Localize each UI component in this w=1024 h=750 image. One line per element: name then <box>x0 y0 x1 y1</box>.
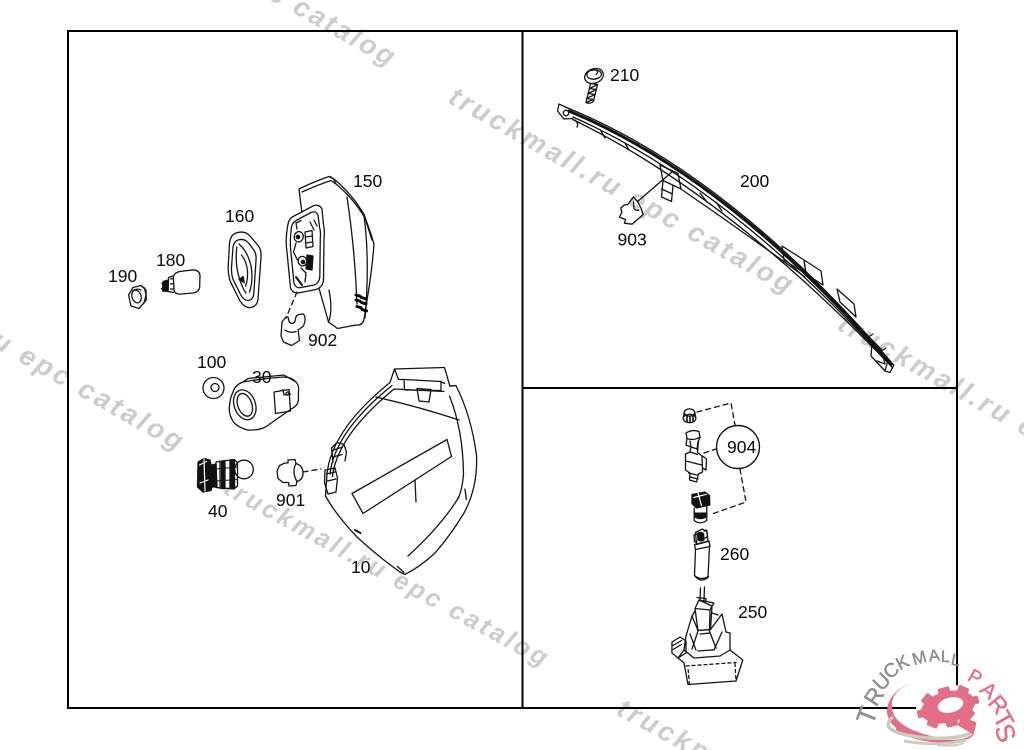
svg-text:100: 100 <box>197 352 226 372</box>
svg-text:190: 190 <box>108 266 137 286</box>
svg-text:904: 904 <box>727 437 756 457</box>
svg-text:160: 160 <box>225 206 254 226</box>
svg-text:902: 902 <box>308 330 337 350</box>
svg-text:L: L <box>949 651 961 670</box>
svg-text:L: L <box>941 648 951 666</box>
svg-text:M: M <box>910 647 929 669</box>
svg-text:truckmall.ru epc catalog: truckmall.ru epc catalog <box>219 474 553 672</box>
svg-text:210: 210 <box>610 65 639 85</box>
svg-text:150: 150 <box>353 171 382 191</box>
svg-text:A: A <box>928 646 941 665</box>
svg-text:10: 10 <box>351 557 371 577</box>
svg-text:260: 260 <box>720 544 749 564</box>
svg-text:180: 180 <box>156 250 185 270</box>
svg-text:40: 40 <box>208 501 228 521</box>
svg-text:truckmall.ru epc catalog: truckmall.ru epc catalog <box>833 307 1024 526</box>
svg-text:250: 250 <box>738 602 767 622</box>
svg-text:901: 901 <box>276 490 305 510</box>
svg-text:truckmall.ru epc catalog: truckmall.ru epc catalog <box>59 0 401 72</box>
svg-text:200: 200 <box>740 171 769 191</box>
svg-text:truckmall.ru epc catalog: truckmall.ru epc catalog <box>0 237 189 456</box>
svg-text:903: 903 <box>618 230 647 250</box>
